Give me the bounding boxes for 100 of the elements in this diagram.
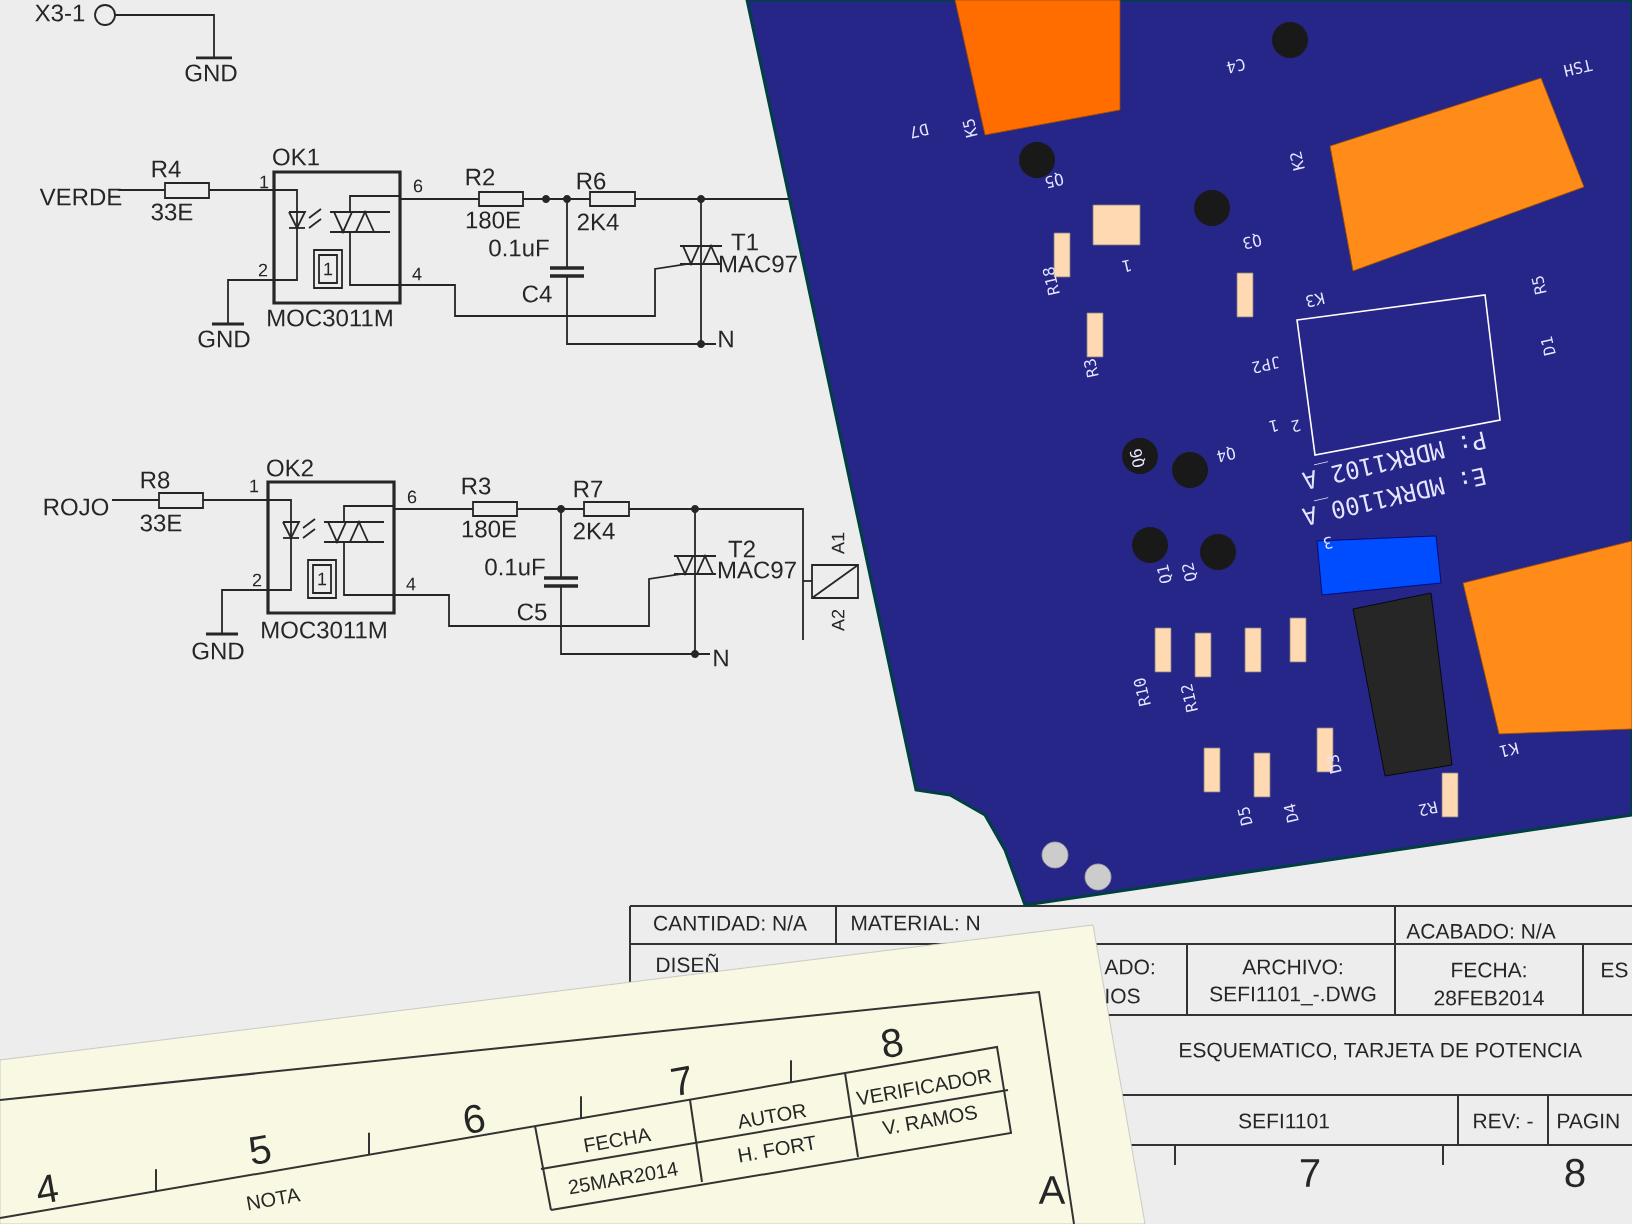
pin-number: 4 <box>412 267 422 281</box>
pin-number: 6 <box>413 179 423 193</box>
component-label: MAC97 <box>718 561 796 579</box>
title-block-text: 28FEB2014 <box>1434 990 1544 1006</box>
title-block-text: ACABADO: N/A <box>1406 923 1556 939</box>
sheet-number: 8 <box>882 1028 903 1058</box>
silkscreen-label: Q6 <box>1129 449 1146 468</box>
title-block-text: FECHA <box>584 1128 652 1153</box>
title-block-text: ADO: <box>1104 959 1154 975</box>
silkscreen-label: Q2 <box>1182 562 1198 582</box>
component-label: R6 <box>577 172 606 190</box>
sheet-number: 5 <box>249 1134 271 1164</box>
component-label: 180E <box>462 520 516 538</box>
silkscreen-label: Q1 <box>1157 564 1173 584</box>
silkscreen-label: D3 <box>1326 755 1342 774</box>
title-block-text: DISEÑ <box>657 953 718 973</box>
silkscreen-label: D7 <box>911 123 929 139</box>
title-block-text: MATERIAL: N <box>852 915 979 931</box>
title-block-text: SEFI1101 <box>1239 1113 1329 1129</box>
sheet-number: 8 <box>1565 1158 1585 1188</box>
pin-number: A1 <box>831 532 845 554</box>
sheet-number: 4 <box>37 1174 59 1203</box>
pin-number: 2 <box>258 263 268 277</box>
component-label: T2 <box>728 540 755 558</box>
pin-number: A2 <box>831 609 845 631</box>
silkscreen-label: K3 <box>1306 292 1325 307</box>
component-label: R8 <box>141 471 170 489</box>
title-block-text: V. RAMOS <box>881 1105 977 1135</box>
silkscreen-label: R18 <box>1042 267 1060 296</box>
net-label: GND <box>185 64 237 82</box>
title-block-text: AUTOR <box>738 1104 807 1129</box>
title-block-text: SEFI1101_-.DWG <box>1210 986 1376 1006</box>
component-label: R4 <box>152 160 181 178</box>
sheet-number: 7 <box>1300 1159 1320 1187</box>
title-block-text: FECHA: <box>1452 962 1526 978</box>
silkscreen-label: Q5 <box>1045 172 1064 189</box>
silkscreen-label: R3 <box>1083 359 1099 378</box>
component-label: 2K4 <box>573 522 615 540</box>
zero-cross-label: 1 <box>324 262 333 276</box>
component-label: T1 <box>731 233 758 251</box>
component-label: MOC3011M <box>262 621 386 639</box>
silkscreen-label: K2 <box>1290 151 1305 171</box>
title-block-text: ES <box>1602 962 1628 978</box>
component-label: 33E <box>151 203 193 221</box>
sheet-number: 6 <box>464 1104 485 1133</box>
net-label: GND <box>198 330 250 348</box>
net-label: GND <box>192 642 244 660</box>
silkscreen-label: D4 <box>1283 803 1299 823</box>
component-label: R2 <box>466 168 495 186</box>
component-label: 33E <box>140 514 182 532</box>
silkscreen-label: 1 <box>1122 259 1131 272</box>
silkscreen-label: K5 <box>962 119 978 138</box>
component-label: C4 <box>522 285 552 303</box>
title-block-text: IOS <box>1106 988 1140 1004</box>
silkscreen-label: 3 <box>1323 536 1333 549</box>
component-label: 180E <box>466 211 520 229</box>
silkscreen-label: R2 <box>1418 801 1438 816</box>
title-block-text: H. FORT <box>738 1135 815 1163</box>
silkscreen-label: D5 <box>1237 807 1253 826</box>
net-label: VERDE <box>39 188 122 206</box>
silkscreen-label: 2 <box>1291 419 1301 432</box>
pin-number: 1 <box>250 479 259 493</box>
component-label: OK2 <box>267 459 313 477</box>
component-label: 0.1uF <box>485 558 545 576</box>
component-label: C5 <box>517 603 547 621</box>
component-label: 2K4 <box>577 213 619 231</box>
pin-number: 2 <box>252 573 262 587</box>
net-label: N <box>719 330 733 348</box>
silkscreen-label: Q3 <box>1243 233 1262 249</box>
title-block-text: ARCHIVO: <box>1242 959 1342 975</box>
component-label: R7 <box>574 480 603 498</box>
title-block-text: REV: - <box>1474 1113 1533 1129</box>
silkscreen-label: R10 <box>1133 678 1151 707</box>
pin-number: 1 <box>260 175 269 189</box>
silkscreen-label: C4 <box>1226 59 1245 74</box>
silkscreen-label: TSH <box>1563 59 1594 77</box>
sheet-number: A <box>1038 1176 1066 1204</box>
pin-number: 4 <box>406 577 416 591</box>
silkscreen-label: 1 <box>1269 419 1278 432</box>
pin-number: 6 <box>407 490 417 504</box>
net-label: N <box>714 649 728 667</box>
silkscreen-label: R12 <box>1181 683 1198 713</box>
net-label: X3-1 <box>35 4 85 22</box>
component-label: 0.1uF <box>489 239 549 257</box>
zero-cross-label: 1 <box>318 572 327 586</box>
title-block-text: ESQUEMATICO, TARJETA DE POTENCIA <box>1180 1042 1583 1062</box>
component-label: MAC97 <box>719 255 797 273</box>
silkscreen-label: JP2 <box>1251 356 1279 374</box>
sheet-number: 7 <box>670 1065 690 1096</box>
silkscreen-label: D1 <box>1540 336 1556 356</box>
net-label: ROJO <box>44 498 109 516</box>
silkscreen-label: R5 <box>1531 276 1547 295</box>
silkscreen-label: Q4 <box>1216 446 1236 463</box>
title-block-text: NOTA <box>246 1188 301 1211</box>
title-block-text: 25MAR2014 <box>568 1162 678 1195</box>
title-block-text: CANTIDAD: N/A <box>654 915 807 931</box>
component-label: R3 <box>462 477 491 495</box>
silkscreen-label: K1 <box>1499 742 1519 758</box>
component-label: OK1 <box>273 148 319 166</box>
component-label: MOC3011M <box>268 309 392 327</box>
